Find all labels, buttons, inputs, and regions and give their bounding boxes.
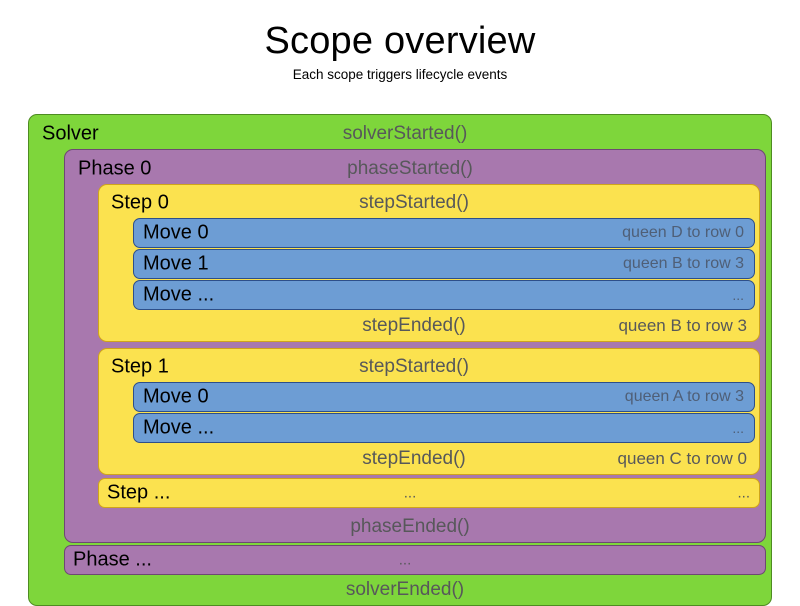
step-more-center: ... (403, 484, 417, 502)
move-detail: ... (732, 287, 744, 303)
phase0-header: Phase 0 phaseStarted() (70, 154, 760, 184)
step1-footer: stepEnded() queen C to row 0 (103, 444, 755, 474)
phase0-scope[interactable]: Phase 0 phaseStarted() Step 0 stepStarte… (64, 149, 766, 543)
phase0-footer: phaseEnded() (70, 512, 760, 542)
step1-label: Step 1 (111, 355, 169, 378)
step1-ended-detail: queen C to row 0 (617, 449, 747, 468)
step0-header: Step 0 stepStarted() (103, 188, 755, 218)
move-detail: queen A to row 3 (624, 388, 744, 405)
solver-started-event: solverStarted() (342, 123, 468, 144)
step1-scope[interactable]: Step 1 stepStarted() Move 0 queen A to r… (98, 348, 760, 475)
move-row[interactable]: Move 0 queen A to row 3 (133, 382, 755, 412)
page-subtitle: Each scope triggers lifecycle events (292, 66, 508, 82)
phase-more-center: ... (398, 551, 412, 569)
move-detail: queen D to row 0 (622, 224, 744, 241)
step-more-right: ... (737, 484, 750, 502)
move-row[interactable]: Move 1 queen B to row 3 (133, 249, 755, 279)
move-detail: queen B to row 3 (623, 255, 744, 272)
solver-header: Solver solverStarted() (34, 119, 766, 149)
move-row[interactable]: Move ... ... (133, 413, 755, 443)
step-more-label: Step ... (107, 481, 171, 504)
page-header: Scope overview Each scope triggers lifec… (0, 0, 800, 82)
scope-diagram: Solver solverStarted() Phase 0 phaseStar… (28, 114, 772, 606)
move-row[interactable]: Move ... ... (133, 280, 755, 310)
phase-ended-event: phaseEnded() (350, 516, 470, 537)
step-more-row[interactable]: Step ... ... ... (98, 478, 760, 508)
step1-header: Step 1 stepStarted() (103, 352, 755, 382)
solver-footer: solverEnded() (34, 575, 766, 605)
step0-ended-detail: queen B to row 3 (618, 316, 747, 335)
phase-more-row[interactable]: Phase ... ... (64, 545, 766, 575)
move-label: Move 1 (143, 252, 209, 275)
move-label: Move ... (143, 283, 215, 306)
solver-ended-event: solverEnded() (345, 579, 465, 600)
phase0-label: Phase 0 (78, 157, 152, 180)
step0-scope[interactable]: Step 0 stepStarted() Move 0 queen D to r… (98, 184, 760, 342)
solver-scope[interactable]: Solver solverStarted() Phase 0 phaseStar… (28, 114, 772, 606)
move-label: Move 0 (143, 385, 209, 408)
page-title: Scope overview (264, 20, 536, 62)
solver-label: Solver (42, 122, 99, 145)
step0-footer: stepEnded() queen B to row 3 (103, 311, 755, 341)
phase-more-label: Phase ... (73, 548, 152, 571)
move-label: Move 0 (143, 221, 209, 244)
step0-label: Step 0 (111, 191, 169, 214)
move-detail: ... (732, 420, 744, 436)
move-label: Move ... (143, 416, 215, 439)
move-row[interactable]: Move 0 queen D to row 0 (133, 218, 755, 248)
